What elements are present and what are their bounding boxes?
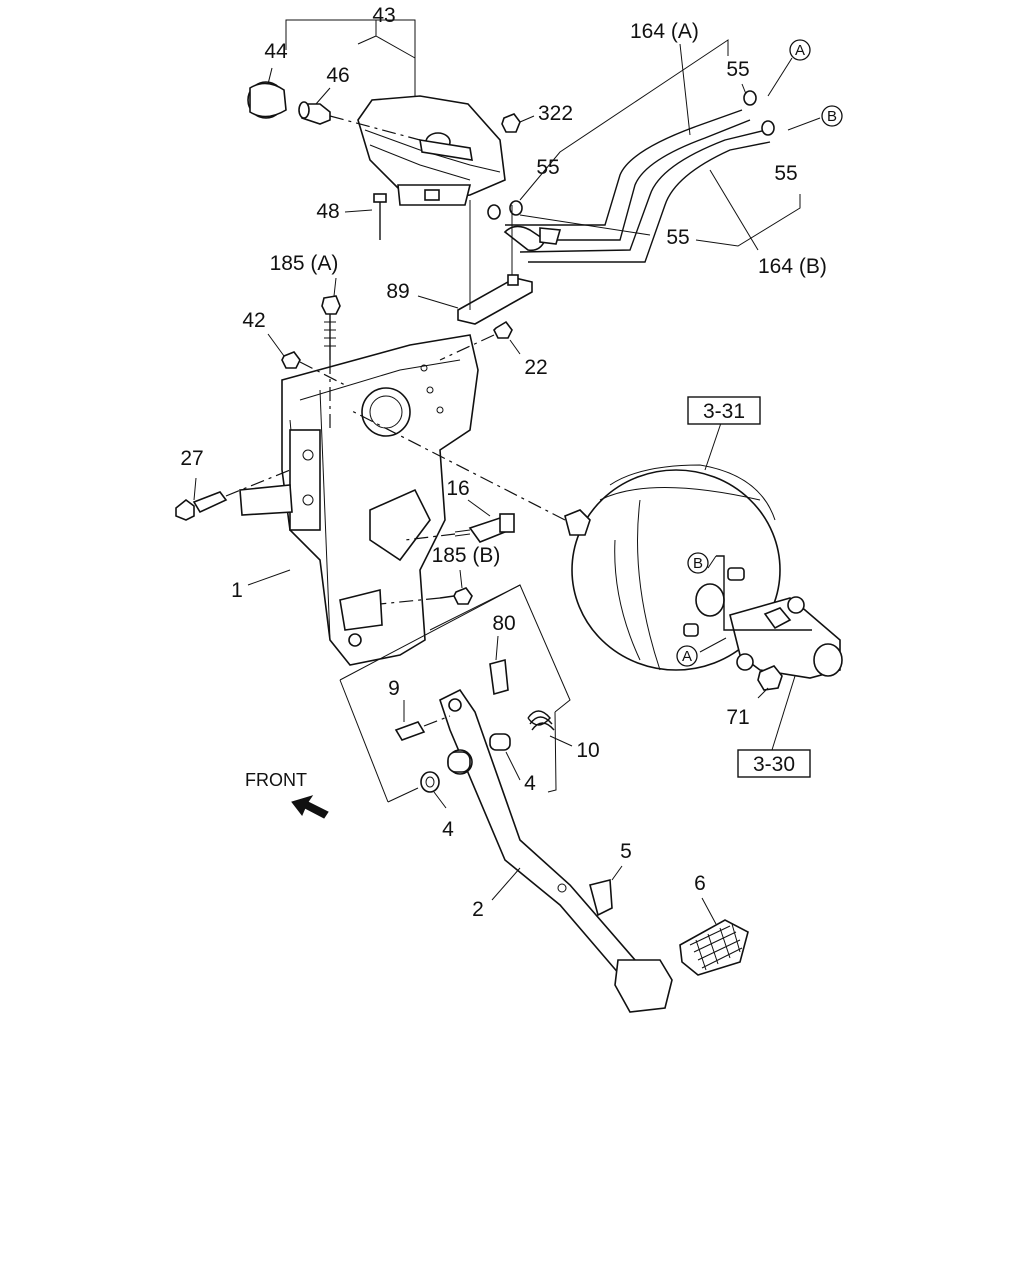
nut-22 bbox=[439, 320, 513, 361]
label-89: 89 bbox=[386, 280, 409, 303]
stop-lamp-switch bbox=[404, 513, 515, 543]
nut-42 bbox=[281, 351, 346, 386]
label-1: 1 bbox=[231, 579, 243, 602]
svg-text:A: A bbox=[682, 648, 692, 665]
label-9: 9 bbox=[388, 677, 400, 700]
nut-322 bbox=[501, 113, 535, 133]
ref-3-31-text: 3-31 bbox=[703, 400, 745, 423]
bolt-185a bbox=[321, 295, 341, 430]
ref-3-30-text: 3-30 bbox=[753, 753, 795, 776]
label-55-left: 55 bbox=[536, 156, 559, 179]
hose-clamps bbox=[487, 90, 775, 252]
circle-a-top: A bbox=[789, 39, 811, 61]
pedal-pad bbox=[679, 919, 749, 976]
ref-box-3-31[interactable]: 3-31 bbox=[687, 396, 761, 425]
label-322: 322 bbox=[538, 102, 573, 125]
brake-booster bbox=[349, 409, 781, 671]
label-6: 6 bbox=[694, 872, 706, 895]
label-164a: 164 (A) bbox=[630, 20, 699, 43]
circle-b-booster: B bbox=[687, 552, 709, 574]
front-label: FRONT bbox=[245, 770, 307, 790]
cap-filter bbox=[298, 101, 421, 141]
label-43: 43 bbox=[372, 4, 395, 27]
pedal-stopper bbox=[589, 878, 613, 917]
parts-outline-box bbox=[339, 584, 571, 803]
circle-a-booster: A bbox=[676, 645, 698, 667]
nut-71 bbox=[757, 665, 783, 691]
label-55-top: 55 bbox=[726, 58, 749, 81]
label-27: 27 bbox=[180, 447, 203, 470]
label-5: 5 bbox=[620, 840, 632, 863]
svg-text:B: B bbox=[693, 555, 703, 572]
return-spring bbox=[527, 710, 555, 731]
label-185a: 185 (A) bbox=[270, 252, 339, 275]
label-44: 44 bbox=[264, 40, 288, 63]
label-71: 71 bbox=[726, 706, 749, 729]
circle-b-top: B bbox=[821, 105, 843, 127]
label-10: 10 bbox=[576, 739, 599, 762]
svg-text:B: B bbox=[827, 108, 837, 125]
pedal-bushing bbox=[447, 749, 473, 775]
spring-bracket-80 bbox=[489, 658, 509, 696]
reservoir-bracket bbox=[457, 200, 533, 325]
pedal-bracket bbox=[239, 334, 479, 666]
label-4-right: 4 bbox=[524, 772, 536, 795]
master-cylinder bbox=[716, 555, 843, 679]
label-22: 22 bbox=[524, 356, 547, 379]
bolt-27 bbox=[175, 469, 291, 521]
label-42: 42 bbox=[242, 309, 265, 332]
reservoir-tank bbox=[357, 95, 506, 206]
label-2: 2 bbox=[472, 898, 484, 921]
label-55-right: 55 bbox=[774, 162, 797, 185]
bolt-185b bbox=[379, 587, 473, 605]
label-46: 46 bbox=[326, 64, 349, 87]
leader-lines bbox=[193, 19, 821, 925]
reservoir-hose-a bbox=[505, 109, 751, 241]
label-48: 48 bbox=[316, 200, 339, 223]
label-164b: 164 (B) bbox=[758, 255, 827, 278]
label-16: 16 bbox=[446, 477, 469, 500]
bolt-48 bbox=[344, 193, 387, 240]
label-80: 80 bbox=[492, 612, 515, 635]
pedal-pin-9 bbox=[394, 715, 451, 741]
label-185b: 185 (B) bbox=[432, 544, 501, 567]
front-arrow-icon bbox=[291, 795, 329, 819]
ref-box-3-30[interactable]: 3-30 bbox=[737, 749, 811, 778]
bush-4-right bbox=[489, 733, 511, 751]
reservoir-cap bbox=[247, 81, 287, 119]
brake-pedal-arm bbox=[439, 688, 673, 1013]
washer-4-left bbox=[420, 771, 440, 793]
svg-text:A: A bbox=[795, 42, 805, 59]
reservoir-hose-b bbox=[519, 129, 771, 263]
label-55-lower: 55 bbox=[666, 226, 689, 249]
label-4-left: 4 bbox=[442, 818, 454, 841]
